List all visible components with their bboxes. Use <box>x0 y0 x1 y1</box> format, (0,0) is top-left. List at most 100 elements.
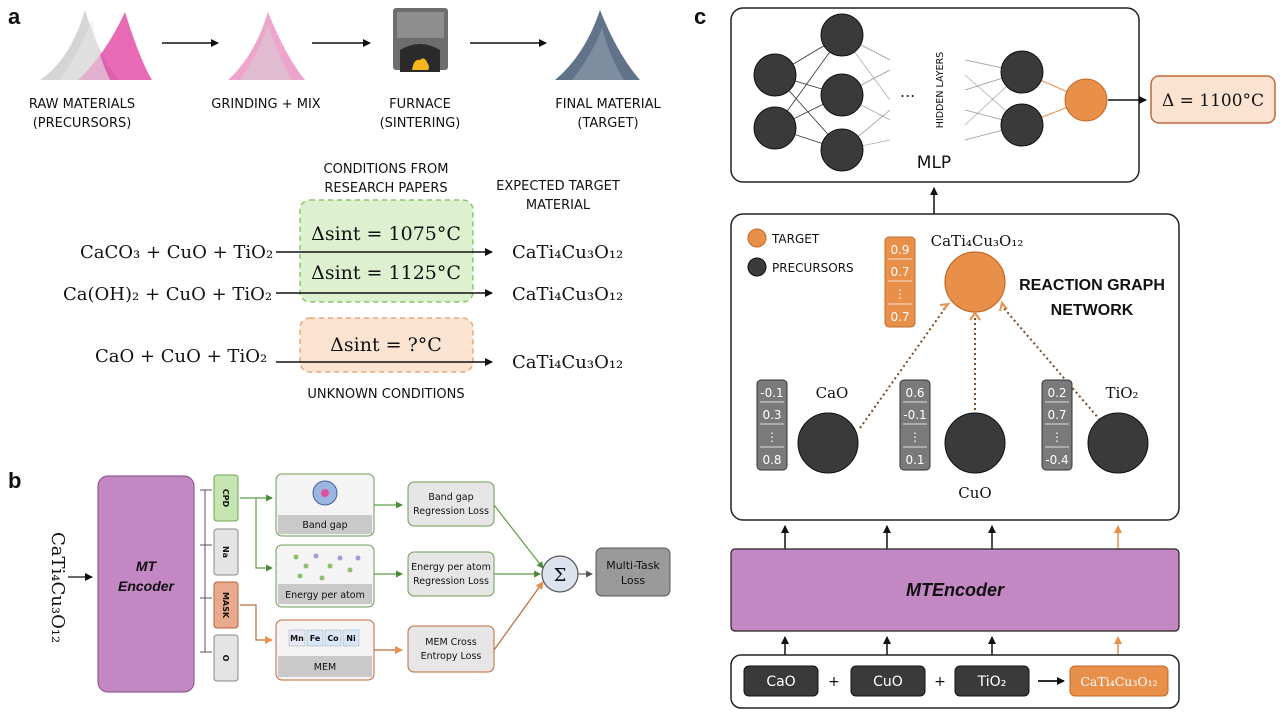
mlp-output-neuron <box>1064 78 1108 122</box>
final-material-powder-icon <box>555 10 640 80</box>
condition-2: Δsint = 1125°C <box>311 262 461 284</box>
target-vector-0: 0.9 <box>890 243 909 257</box>
input-target-label: CaTi₄Cu₃O₁₂ <box>1080 674 1157 689</box>
sum-symbol: Σ <box>554 565 567 586</box>
edge-cuo-target-head <box>969 311 981 321</box>
cuo-vector-3: 0.1 <box>905 453 924 467</box>
panel-a-label: a <box>8 4 21 29</box>
mem-element-fe <box>306 629 324 647</box>
tio2-vector-1: 0.7 <box>1047 408 1066 422</box>
band-gap-loss-to-sum <box>493 504 544 569</box>
cpd-connectors <box>240 494 273 572</box>
token-o <box>213 634 239 682</box>
mt-encoder-block <box>97 475 195 693</box>
step-4-line1: FINAL MATERIAL <box>555 97 661 112</box>
mlp-ellipsis: ... <box>900 82 915 101</box>
step-4-line2: (TARGET) <box>577 116 638 131</box>
reaction-1-precursors: CaCO₃ + CuO + TiO₂ <box>80 242 273 263</box>
inputs-to-encoder-arrows <box>781 636 996 655</box>
cuo-node-label: CuO <box>958 484 991 502</box>
mask-connector <box>240 604 273 644</box>
target-header-line2: MATERIAL <box>526 198 591 213</box>
energy-title: Energy per atom <box>285 590 365 601</box>
energy-loss-line1: Energy per atom <box>411 562 491 573</box>
tio2-vector <box>1041 379 1073 471</box>
tio2-vector-2: ⋮ <box>1051 430 1063 444</box>
multi-task-loss-box <box>595 547 671 597</box>
target-header-line1: EXPECTED TARGET <box>496 179 620 194</box>
unknown-conditions-box <box>299 317 474 373</box>
mem-loss-to-sum <box>493 581 544 651</box>
step-1-line2: (PRECURSORS) <box>33 116 132 131</box>
cuo-vector-0: 0.6 <box>905 386 924 400</box>
mem-element-mn-label: Mn <box>290 634 304 643</box>
mlp-neurons <box>753 13 1044 172</box>
conditions-header-line2: RESEARCH PAPERS <box>324 181 447 196</box>
band-gap-title: Band gap <box>302 520 347 531</box>
reaction-3-precursors: CaO + CuO + TiO₂ <box>95 346 267 367</box>
token-o-label: O <box>221 655 230 662</box>
input-plus-1: + <box>828 674 840 690</box>
cao-node <box>797 412 859 474</box>
token-connectors <box>200 489 212 653</box>
target-vector-3: 0.7 <box>890 310 909 324</box>
mem-element-mn <box>288 629 306 647</box>
reaction-2-precursors: Ca(OH)₂ + CuO + TiO₂ <box>63 284 272 305</box>
band-gap-title-bar <box>278 515 372 534</box>
step-3-line1: FURNACE <box>389 97 451 112</box>
tio2-vector-3: -0.4 <box>1045 453 1068 467</box>
input-target-box <box>1069 665 1169 697</box>
multi-task-loss-line1: Multi-Task <box>606 559 660 572</box>
token-na-label: Na <box>221 546 230 558</box>
target-vector-2: ⋮ <box>894 287 906 301</box>
input-tio2-box <box>954 665 1030 697</box>
reaction-2-target: CaTi₄Cu₃O₁₂ <box>512 284 623 305</box>
raw-materials-powder-icon <box>40 10 152 80</box>
cao-vector-3: 0.8 <box>762 453 781 467</box>
graph-title-line1: REACTION GRAPH <box>1019 277 1165 294</box>
legend-target-swatch <box>747 228 767 248</box>
edge-tio2-target-head <box>999 300 1008 312</box>
crystal-structure-icon <box>293 553 361 581</box>
mtencoder-block <box>730 548 1180 632</box>
edge-cao-target-head <box>939 302 951 311</box>
multi-task-loss-line2: Loss <box>621 574 645 587</box>
target-node <box>944 251 1006 313</box>
cuo-node <box>944 412 1006 474</box>
mem-loss-box <box>407 625 495 673</box>
mem-element-co-label: Co <box>327 634 339 643</box>
energy-title-bar <box>278 584 372 604</box>
step-1-line1: RAW MATERIALS <box>29 97 135 112</box>
graph-title-line2: NETWORK <box>1051 302 1134 319</box>
mem-title-bar <box>278 656 372 677</box>
target-vector-1: 0.7 <box>890 265 909 279</box>
token-mask-label: MASK <box>221 592 230 619</box>
energy-loss-box <box>407 551 495 597</box>
mem-loss-line2: Entropy Loss <box>421 651 482 662</box>
prediction-box <box>1150 75 1276 124</box>
encoder-to-graph-arrows <box>781 525 996 549</box>
band-gap-loss-line1: Band gap <box>428 492 473 503</box>
tio2-node <box>1087 412 1149 474</box>
legend-precursors-swatch <box>747 257 767 277</box>
band-gap-loss-box <box>407 481 495 527</box>
input-cuo-box <box>850 665 926 697</box>
panel-b-label: b <box>8 468 21 493</box>
reaction-3-target: CaTi₄Cu₃O₁₂ <box>512 352 623 373</box>
mem-element-fe-label: Fe <box>310 634 321 643</box>
mem-element-ni <box>342 629 360 647</box>
cao-node-label: CaO <box>816 384 849 402</box>
input-plus-2: + <box>934 674 946 690</box>
hidden-layers-label: HIDDEN LAYERS <box>935 52 946 128</box>
token-cpd <box>213 474 239 522</box>
cao-vector <box>756 379 788 471</box>
cuo-vector-1: -0.1 <box>903 408 926 422</box>
mlp-title: MLP <box>917 153 951 173</box>
cao-vector-2: ⋮ <box>766 430 778 444</box>
cuo-vector <box>899 379 931 471</box>
condition-3: Δsint = ?°C <box>330 334 442 356</box>
mem-loss-line1: MEM Cross <box>425 637 477 648</box>
token-mask <box>213 581 239 629</box>
tio2-vector-0: 0.2 <box>1047 386 1066 400</box>
input-cuo-label: CuO <box>873 674 903 690</box>
